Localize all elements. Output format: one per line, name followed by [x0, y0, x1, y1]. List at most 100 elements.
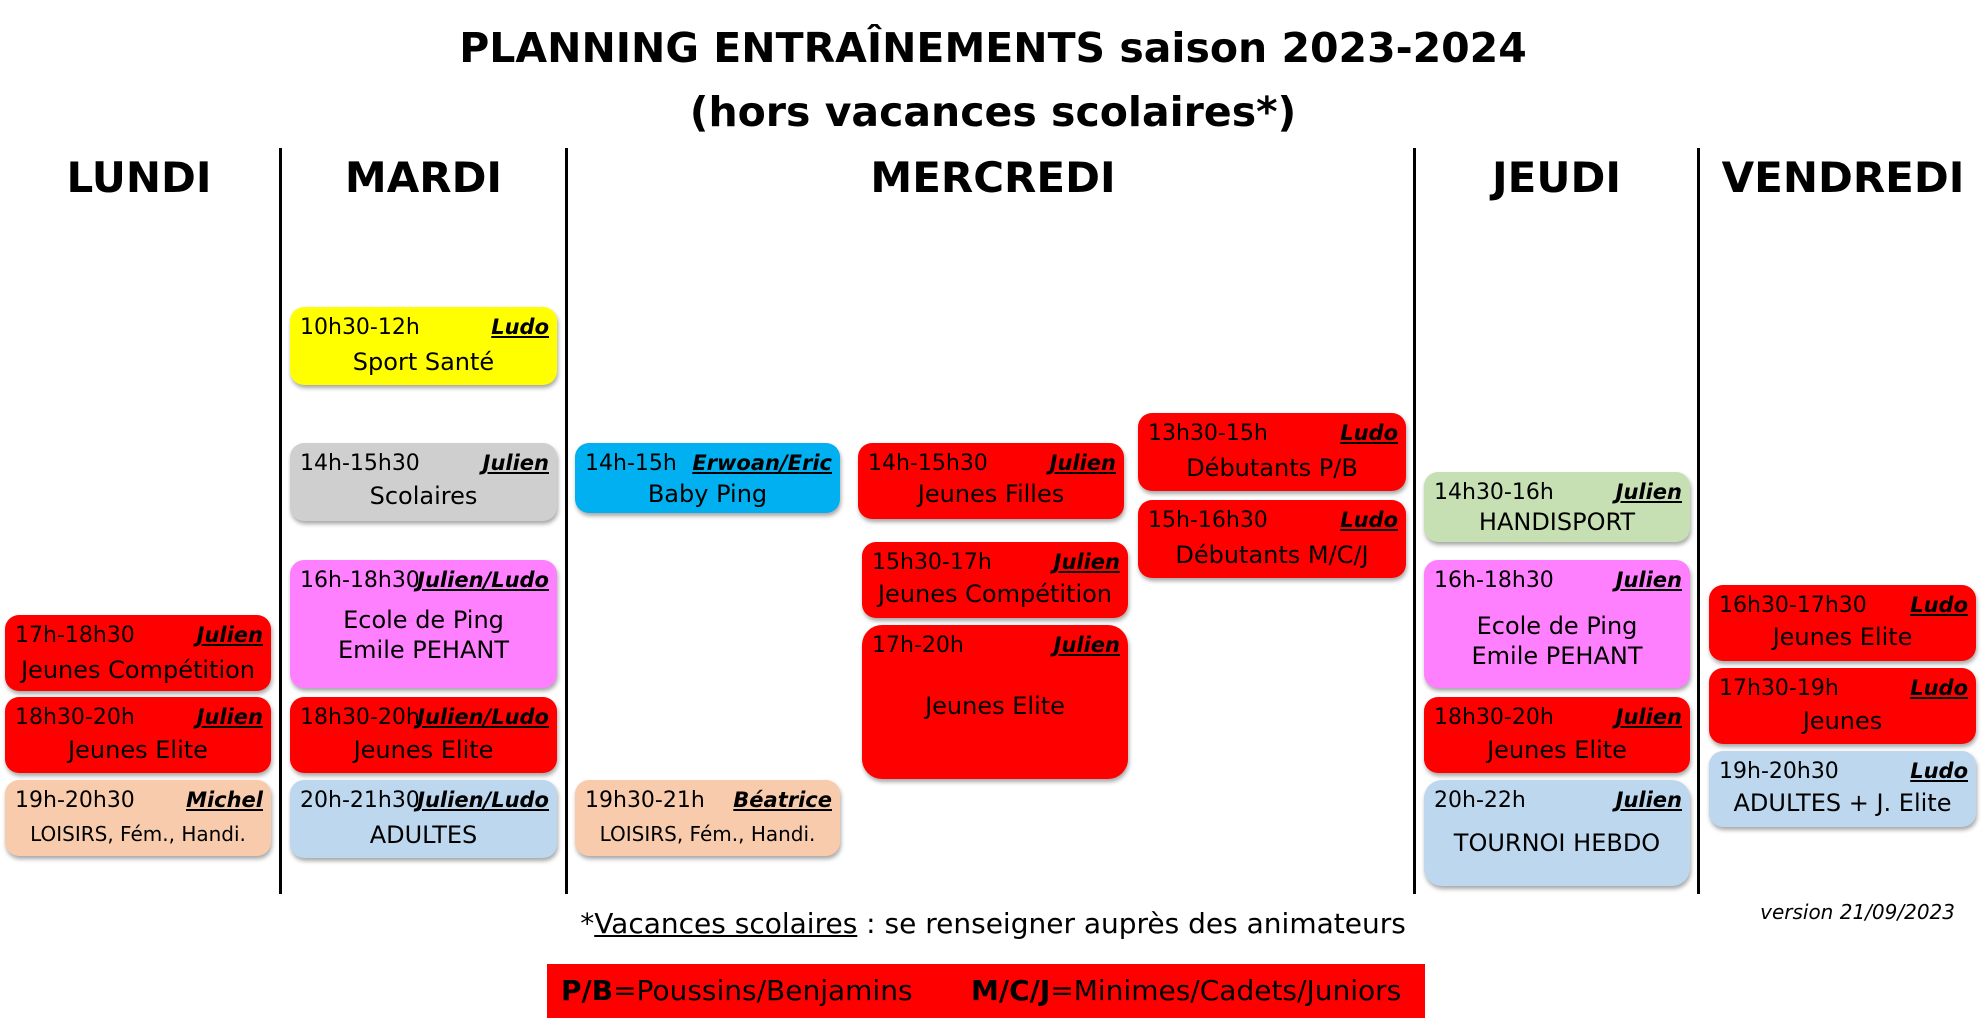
slot-coach: Ludo: [1910, 676, 1968, 700]
slot-label-line1: Ecole de Ping: [343, 606, 504, 634]
slot-jeudi-ecole-de-ping: 16h-18h30 Julien Ecole de Ping Emile PEH…: [1424, 560, 1690, 688]
slot-coach: Julien: [1615, 480, 1682, 504]
slot-label: Jeunes Filles: [917, 480, 1065, 508]
slot-coach: Julien: [196, 623, 263, 647]
slot-coach: Ludo: [1340, 421, 1398, 445]
slot-time: 14h-15h30: [868, 451, 988, 476]
slot-time: 15h-16h30: [1148, 508, 1268, 533]
slot-vendredi-adultes: 19h-20h30 Ludo ADULTES + J. Elite: [1709, 751, 1976, 827]
slot-coach: Julien: [1615, 788, 1682, 812]
slot-time: 17h-18h30: [15, 623, 135, 648]
day-header-vendredi: VENDREDI: [1721, 153, 1965, 202]
slot-mercredi-jeunes-competition: 15h30-17h Julien Jeunes Compétition: [862, 542, 1128, 618]
column-divider: [1413, 148, 1416, 894]
slot-mercredi-debutants-pb: 13h30-15h Ludo Débutants P/B: [1138, 413, 1406, 491]
slot-coach: Julien/Ludo: [417, 568, 549, 592]
slot-mercredi-jeunes-elite: 17h-20h Julien Jeunes Elite: [862, 625, 1128, 779]
slot-label: Jeunes Compétition: [877, 580, 1113, 608]
footnote-text: : se renseigner auprès des animateurs: [857, 907, 1406, 940]
slot-coach: Julien: [1615, 568, 1682, 592]
slot-coach: Ludo: [1910, 759, 1968, 783]
slot-label: Débutants P/B: [1186, 454, 1358, 482]
slot-label: Scolaires: [369, 482, 478, 510]
slot-coach: Julien/Ludo: [417, 788, 549, 812]
page-title: PLANNING ENTRAÎNEMENTS saison 2023-2024: [459, 24, 1527, 72]
slot-lundi-loisirs: 19h-20h30 Michel LOISIRS, Fém., Handi.: [5, 780, 271, 856]
footnote-prefix: *: [580, 907, 595, 940]
slot-label: Débutants M/C/J: [1175, 541, 1369, 569]
slot-coach: Julien: [1615, 705, 1682, 729]
slot-label: Jeunes Elite: [353, 736, 494, 764]
slot-time: 16h-18h30: [300, 568, 420, 593]
slot-time: 18h30-20h: [1434, 705, 1554, 730]
slot-time: 10h30-12h: [300, 315, 420, 340]
slot-coach: Ludo: [1910, 593, 1968, 617]
slot-coach: Michel: [186, 788, 263, 812]
slot-coach: Béatrice: [733, 788, 832, 812]
slot-label: Sport Santé: [352, 348, 495, 376]
slot-mercredi-jeunes-filles: 14h-15h30 Julien Jeunes Filles: [858, 443, 1124, 519]
slot-vendredi-jeunes-elite: 16h30-17h30 Ludo Jeunes Elite: [1709, 585, 1976, 661]
slot-vendredi-jeunes: 17h30-19h Ludo Jeunes: [1709, 668, 1976, 744]
slot-time: 14h-15h: [585, 451, 677, 476]
slot-label: Jeunes Elite: [1487, 736, 1627, 764]
slot-label: Baby Ping: [647, 480, 768, 508]
slot-time: 17h-20h: [872, 633, 964, 658]
slot-lundi-jeunes-elite: 18h30-20h Julien Jeunes Elite: [5, 697, 271, 773]
slot-label: Jeunes Compétition: [20, 656, 256, 684]
slot-time: 20h-22h: [1434, 788, 1526, 813]
slot-time: 19h-20h30: [15, 788, 135, 813]
slot-coach: Ludo: [1340, 508, 1398, 532]
slot-mercredi-debutants-mcj: 15h-16h30 Ludo Débutants M/C/J: [1138, 500, 1406, 578]
slot-label: ADULTES + J. Elite: [1733, 789, 1952, 817]
slot-label: Jeunes Elite: [1772, 623, 1913, 651]
slot-coach: Julien: [196, 705, 263, 729]
slot-coach: Julien: [1053, 633, 1120, 657]
day-header-lundi: LUNDI: [66, 153, 212, 202]
slot-coach: Ludo: [491, 315, 549, 339]
slot-jeudi-tournoi-hebdo: 20h-22h Julien TOURNOI HEBDO: [1424, 780, 1690, 886]
footnote-underlined: Vacances scolaires: [594, 907, 858, 940]
legend-mcj: M/C/J=Minimes/Cadets/Juniors: [971, 964, 1401, 1018]
slot-time: 18h30-20h: [300, 705, 420, 730]
slot-time: 15h30-17h: [872, 550, 992, 575]
column-divider: [279, 148, 282, 894]
slot-coach: Julien: [482, 451, 549, 475]
slot-label: LOISIRS, Fém., Handi.: [599, 822, 816, 846]
slot-coach: Julien/Ludo: [417, 705, 549, 729]
slot-time: 16h-18h30: [1434, 568, 1554, 593]
slot-label: HANDISPORT: [1478, 508, 1636, 536]
version-label: version 21/09/2023: [1760, 900, 1955, 924]
slot-label: Jeunes Elite: [925, 692, 1065, 720]
legend-pb: P/B=Poussins/Benjamins: [561, 964, 913, 1018]
day-header-mardi: MARDI: [344, 153, 503, 202]
slot-time: 19h-20h30: [1719, 759, 1839, 784]
day-header-jeudi: JEUDI: [1492, 153, 1621, 202]
slot-time: 14h30-16h: [1434, 480, 1554, 505]
slot-mardi-adultes: 20h-21h30 Julien/Ludo ADULTES: [290, 780, 557, 858]
slot-lundi-jeunes-competition: 17h-18h30 Julien Jeunes Compétition: [5, 615, 271, 691]
footnote: *Vacances scolaires : se renseigner aupr…: [0, 904, 1986, 944]
day-header-mercredi: MERCREDI: [870, 153, 1116, 202]
slot-mercredi-baby-ping: 14h-15h Erwoan/Eric Baby Ping: [575, 443, 840, 513]
legend-box: P/B=Poussins/Benjamins M/C/J=Minimes/Cad…: [547, 964, 1425, 1018]
slot-time: 19h30-21h: [585, 788, 705, 813]
legend-mcj-abbr: M/C/J: [971, 974, 1051, 1007]
slot-coach: Erwoan/Eric: [692, 451, 832, 475]
slot-label-line2: Emile PEHANT: [338, 636, 509, 664]
slot-mardi-jeunes-elite: 18h30-20h Julien/Ludo Jeunes Elite: [290, 697, 557, 773]
slot-coach: Julien: [1049, 451, 1116, 475]
slot-label: LOISIRS, Fém., Handi.: [30, 822, 246, 846]
column-divider: [1697, 148, 1700, 894]
slot-mardi-sport-sante: 10h30-12h Ludo Sport Santé: [290, 307, 557, 385]
slot-mardi-scolaires: 14h-15h30 Julien Scolaires: [290, 443, 557, 521]
slot-label: Jeunes: [1802, 707, 1883, 735]
slot-label-line1: Ecole de Ping: [1476, 612, 1638, 640]
column-divider: [565, 148, 568, 894]
slot-mardi-ecole-de-ping: 16h-18h30 Julien/Ludo Ecole de Ping Emil…: [290, 560, 557, 688]
slot-time: 18h30-20h: [15, 705, 135, 730]
slot-time: 17h30-19h: [1719, 676, 1839, 701]
slot-label-line2: Emile PEHANT: [1471, 642, 1643, 670]
slot-label: Jeunes Elite: [68, 736, 208, 764]
slot-label: ADULTES: [369, 821, 478, 849]
